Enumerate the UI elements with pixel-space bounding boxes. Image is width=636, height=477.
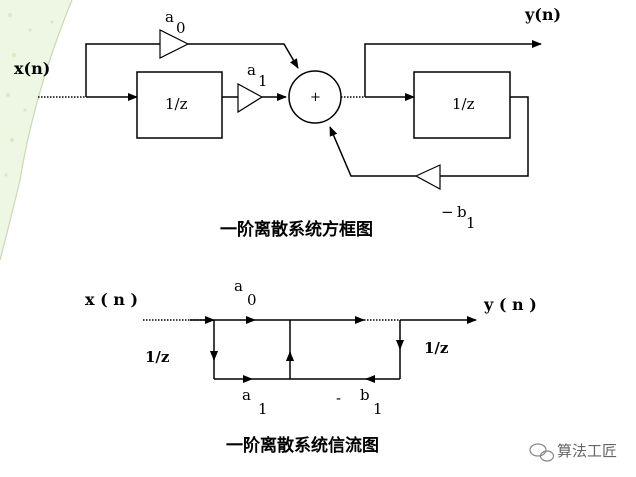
block-diagram (38, 29, 542, 191)
sfg-a1-sub: 1 (258, 400, 268, 418)
top-b1-minus: − (441, 203, 454, 221)
gain-a1-triangle (237, 82, 264, 114)
top-output-label: y(n) (524, 5, 561, 24)
top-b1-sub: 1 (466, 214, 476, 232)
sfg-output-label: y ( n ) (483, 295, 537, 314)
gain-a0-triangle (159, 29, 190, 59)
adder-plus-sign: + (310, 90, 321, 105)
output-y-line (364, 40, 542, 97)
watermark: 算法工匠 (529, 442, 617, 462)
top-a0-base: a (165, 8, 174, 26)
sfg-input-label: x ( n ) (85, 290, 138, 309)
top-b1-base: b (457, 203, 467, 221)
a0-to-adder-line (188, 43, 299, 69)
top-caption: 一阶离散系统方框图 (220, 219, 373, 240)
delay1-label: 1/z (165, 95, 188, 113)
sfg-delay-right-label: 1/z (424, 339, 449, 357)
delay2-label: 1/z (452, 95, 475, 113)
bottom-caption: 一阶离散系统信流图 (226, 435, 379, 456)
sfg-b1-base: b (360, 386, 370, 404)
top-a0-sub: 0 (176, 19, 186, 37)
decor-green-panel (0, 0, 72, 260)
gain-b1-triangle (414, 164, 441, 191)
feedback-right-line (440, 96, 529, 177)
feedback-to-adder-line (329, 126, 416, 177)
sfg-b1-sub: 1 (373, 400, 383, 418)
top-a1-sub: 1 (258, 72, 268, 90)
a0-branch-line (85, 43, 160, 97)
top-a1-base: a (247, 61, 256, 79)
top-input-label: x(n) (14, 59, 50, 78)
sfg-b1-minus: - (336, 389, 341, 407)
delay-block-2 (413, 71, 511, 139)
decorative-background (0, 0, 73, 261)
wechat-icon (529, 443, 555, 462)
sfg-a0-sub: 0 (247, 291, 257, 309)
decor-dots (4, 13, 54, 177)
sfg-a1-base: a (242, 386, 251, 404)
signal-flow-graph (143, 316, 477, 383)
decor-arc (0, 0, 73, 261)
delay-block-1 (136, 71, 223, 139)
sfg-a0-base: a (234, 277, 243, 295)
watermark-text: 算法工匠 (557, 442, 617, 460)
sfg-delay-left-label: 1/z (145, 348, 170, 366)
